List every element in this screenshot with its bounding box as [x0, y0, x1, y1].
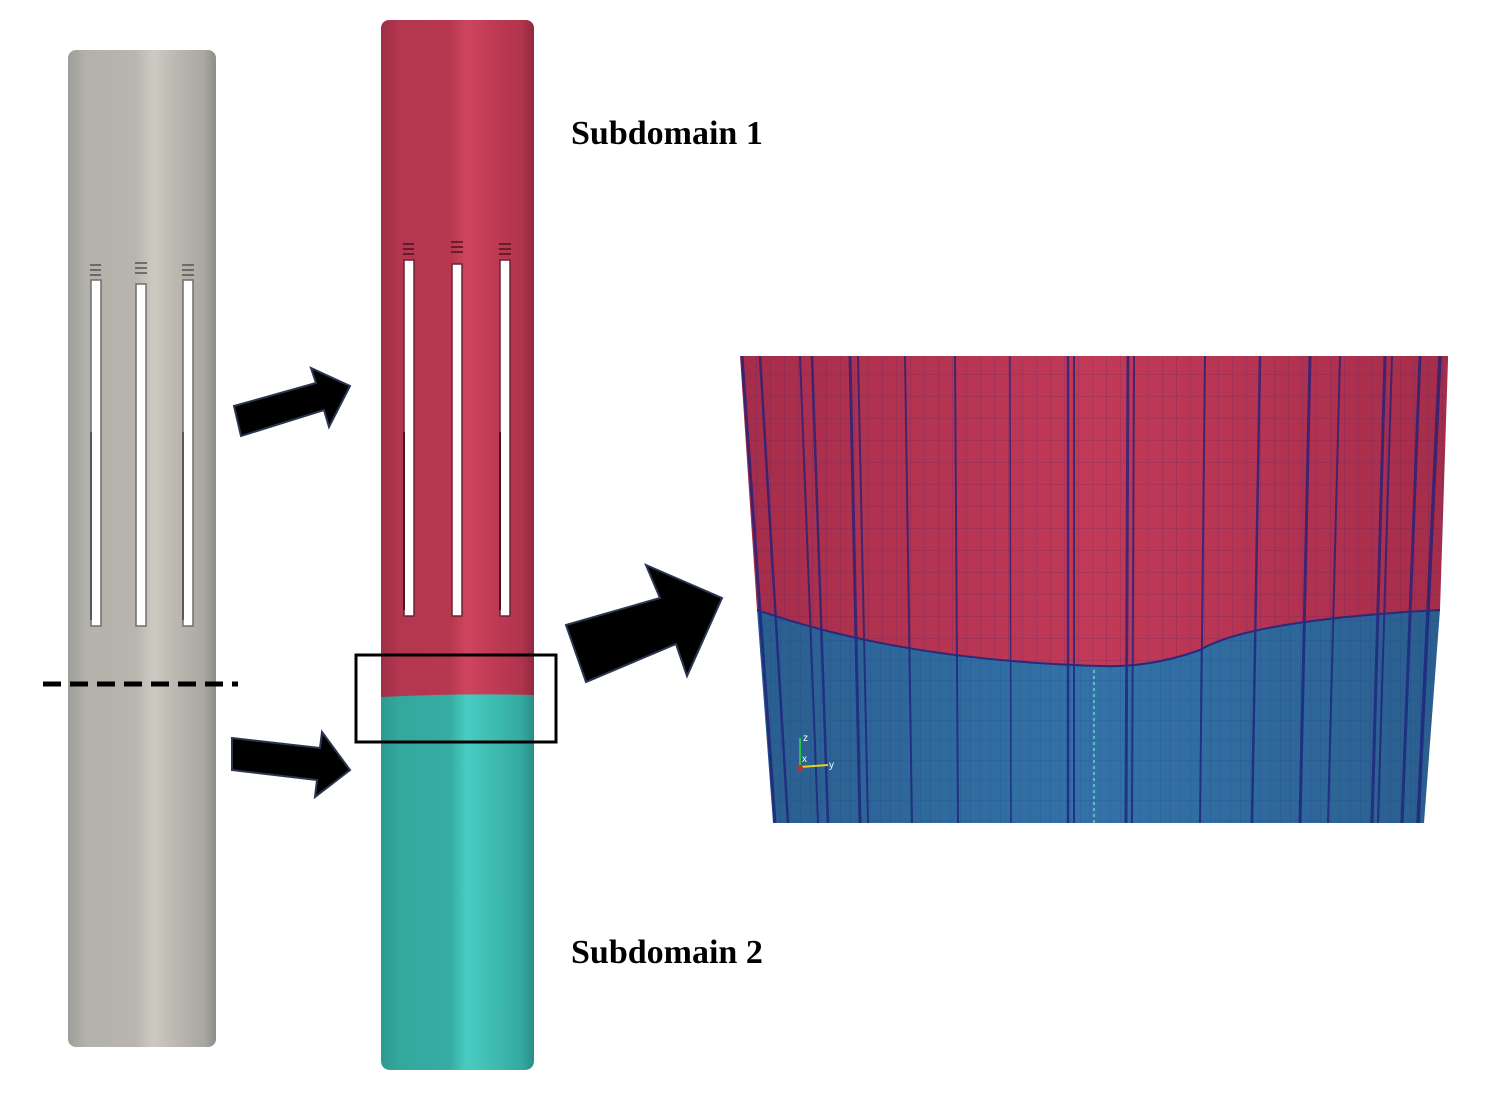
arrow-right-icon: [232, 366, 352, 438]
subdomain-2-label: Subdomain 2: [571, 934, 763, 971]
split-pipe: [354, 20, 558, 1070]
arrow-right-icon: [231, 729, 352, 800]
arrow-right-icon: [564, 563, 724, 684]
zoomed-mesh-view: z x y: [740, 355, 1448, 824]
subdomain-2-cylinder: [381, 694, 534, 1070]
axis-z-label: z: [803, 733, 808, 744]
zoom-region-box: [354, 653, 558, 744]
subdomain-interface-line: [756, 609, 1441, 668]
axis-x-label: x: [802, 754, 807, 765]
axis-y-label: y: [829, 760, 834, 771]
slot-group-gray: [90, 262, 194, 627]
mesh-dense-lines: [740, 355, 1442, 824]
mesh-grid-red: [740, 356, 1448, 667]
original-pipe: [43, 50, 238, 1047]
subdomain-1-label: Subdomain 1: [571, 115, 763, 152]
axes-triad-icon: z x y: [797, 733, 834, 771]
slot-group-red: [403, 241, 511, 617]
